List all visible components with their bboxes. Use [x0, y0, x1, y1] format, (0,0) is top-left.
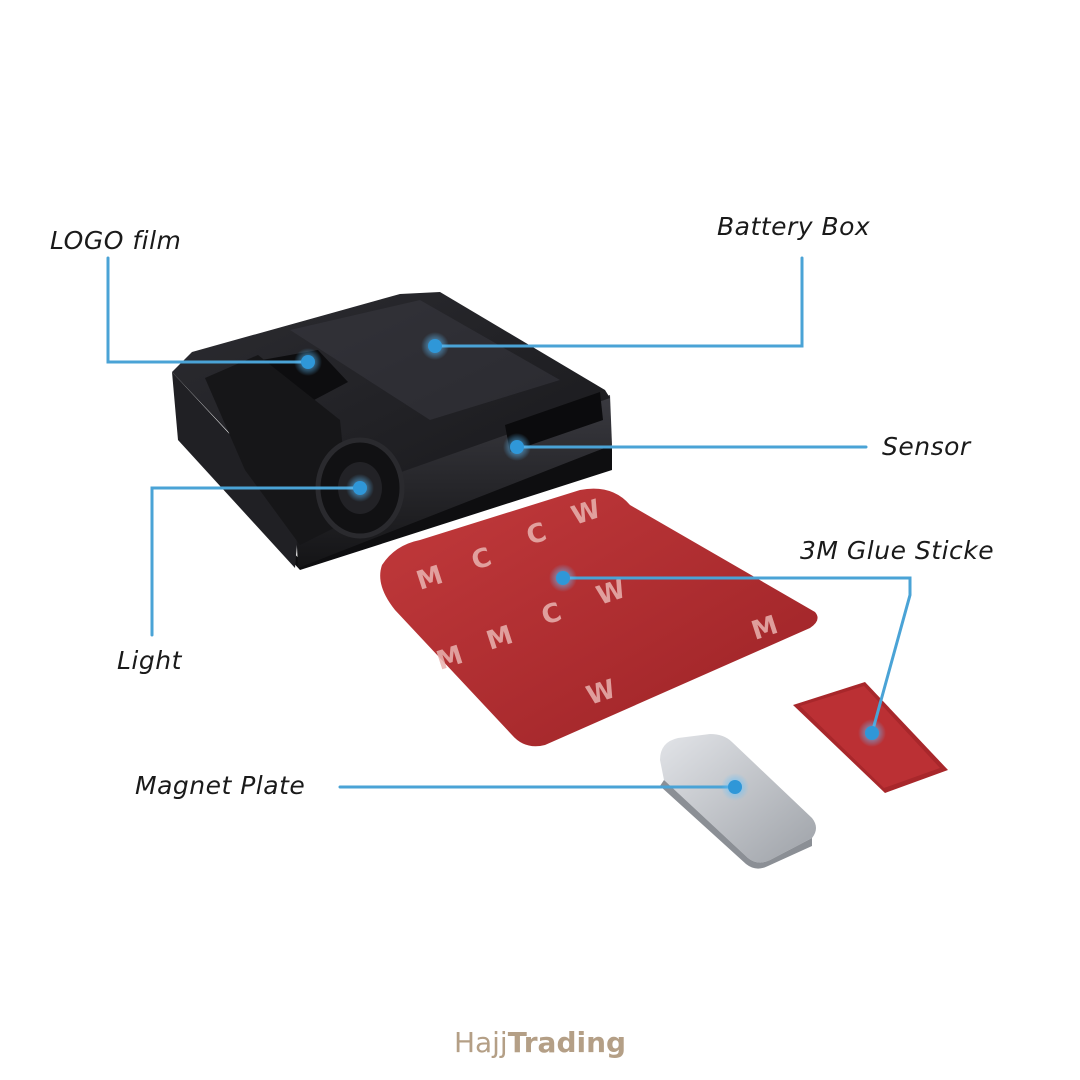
adhesive-pad-large: M C C W M C W M W M — [380, 488, 818, 747]
callout-lines — [106, 256, 912, 789]
label-magnet-plate: Magnet Plate — [135, 771, 306, 800]
callout-light — [150, 486, 362, 637]
device-bottom-shadow — [180, 420, 612, 570]
label-logo-film: LOGO film — [50, 226, 182, 255]
watermark-part1: Hajj — [453, 1026, 508, 1059]
callout-dots — [294, 332, 886, 801]
label-sensor: Sensor — [882, 432, 971, 461]
device-front-face — [172, 372, 300, 568]
callout-logo-film — [106, 256, 310, 364]
callout-battery-box — [433, 256, 804, 348]
magnet-plate — [660, 734, 816, 869]
brand-watermark: HajjTrading — [0, 1026, 1080, 1059]
callout-glue-sticker — [561, 576, 912, 735]
device-lens-housing — [205, 355, 350, 545]
label-battery-box: Battery Box — [717, 212, 871, 241]
watermark-part2: Trading — [507, 1026, 627, 1059]
device-sensor-window — [505, 392, 603, 452]
label-glue-sticker: 3M Glue Sticke — [800, 536, 995, 565]
device-top-highlight — [290, 300, 560, 420]
label-light: Light — [117, 646, 182, 675]
pad-shape — [380, 488, 818, 747]
